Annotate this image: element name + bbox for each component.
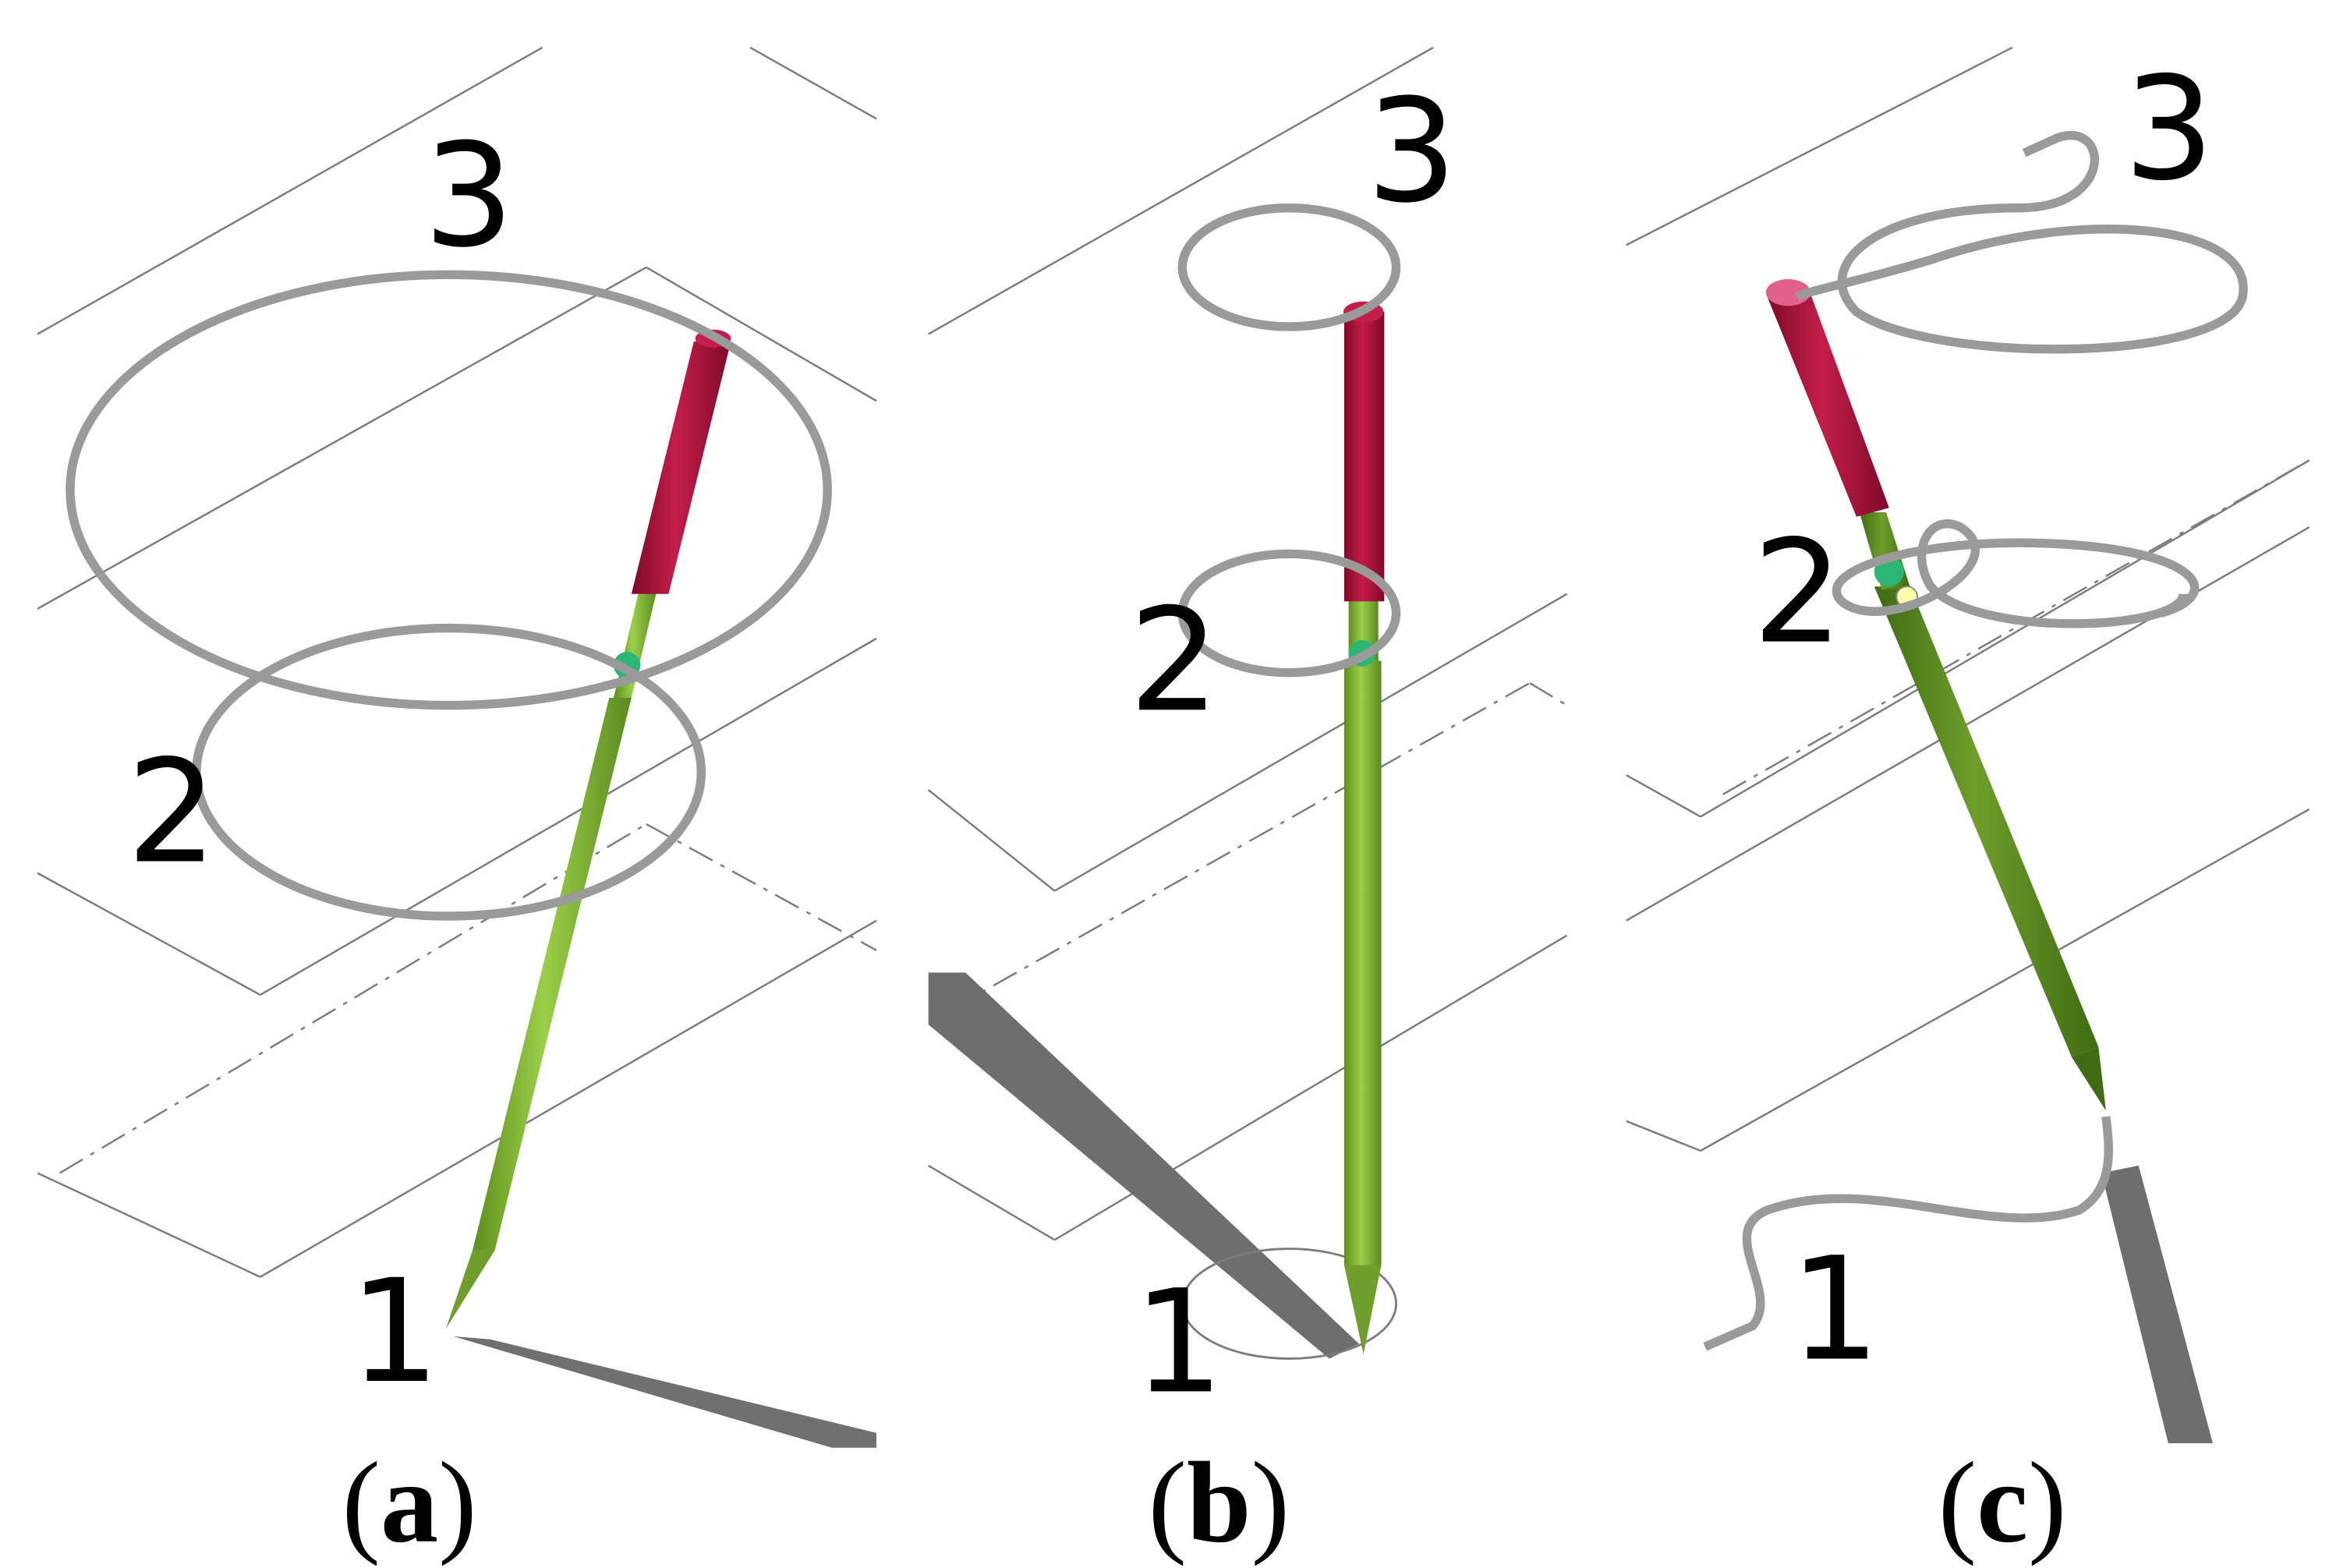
label-point-3-c: 3 [2124, 47, 2214, 213]
trajectories-a [65, 270, 832, 921]
caption-b: (b) [1149, 1439, 1290, 1567]
pencil-b [1343, 301, 1385, 1354]
label-point-3-b: 3 [1366, 69, 1457, 235]
caption-a: (a) [342, 1439, 476, 1567]
grid-plane-a [37, 46, 877, 1278]
panel-a: 3 2 1 [37, 46, 877, 1448]
ground-circle-b [1180, 1248, 1398, 1360]
grid-plane-b [927, 46, 1568, 1241]
panel-b: 3 2 1 [927, 46, 1568, 1425]
shadow-c [2101, 1165, 2213, 1444]
shadow-b [928, 972, 1359, 1359]
caption-c: (c) [1938, 1439, 2067, 1567]
shadow-a [453, 1336, 877, 1448]
trajectories-b [1177, 203, 1401, 678]
label-point-1-b: 1 [1134, 1259, 1224, 1425]
label-point-3-a: 3 [423, 113, 514, 279]
label-point-1-c: 1 [1789, 1226, 1880, 1393]
label-point-2-c: 2 [1753, 510, 1843, 676]
label-point-2-b: 2 [1129, 578, 1219, 744]
trajectories-c [1703, 130, 2248, 1351]
pencil-a [445, 329, 731, 1329]
label-point-2-a: 2 [126, 730, 217, 896]
panel-c: 3 2 1 [1626, 47, 2310, 1444]
label-point-1-a: 1 [349, 1249, 440, 1415]
pencil-c [1765, 279, 2106, 1111]
